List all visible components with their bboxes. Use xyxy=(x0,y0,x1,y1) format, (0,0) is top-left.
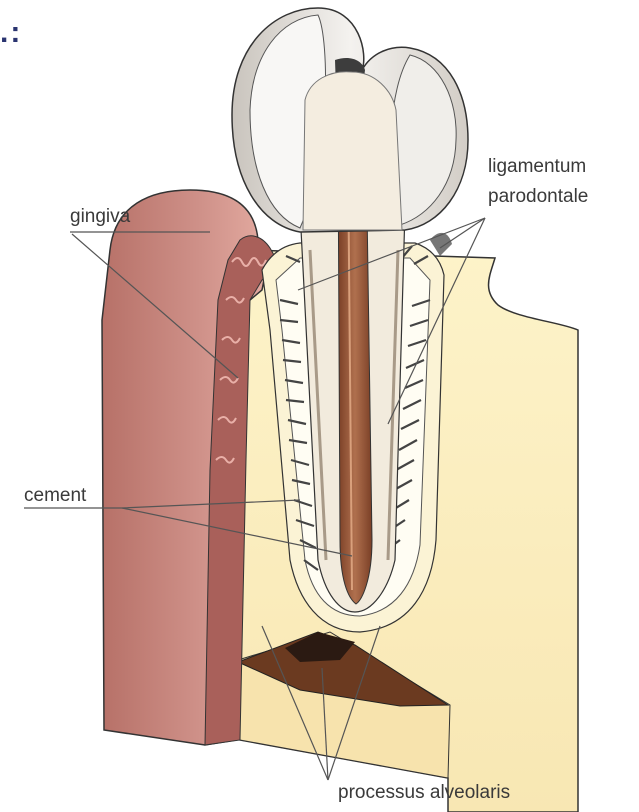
label-ligamentum: ligamentum xyxy=(488,156,586,178)
label-parodontale: parodontale xyxy=(488,186,588,208)
corner-fragment-text: .: xyxy=(0,18,22,48)
tooth-crown xyxy=(232,8,468,256)
label-gingiva: gingiva xyxy=(70,206,130,228)
label-cement: cement xyxy=(24,485,86,507)
label-processus-alveolaris: processus alveolaris xyxy=(338,782,510,804)
